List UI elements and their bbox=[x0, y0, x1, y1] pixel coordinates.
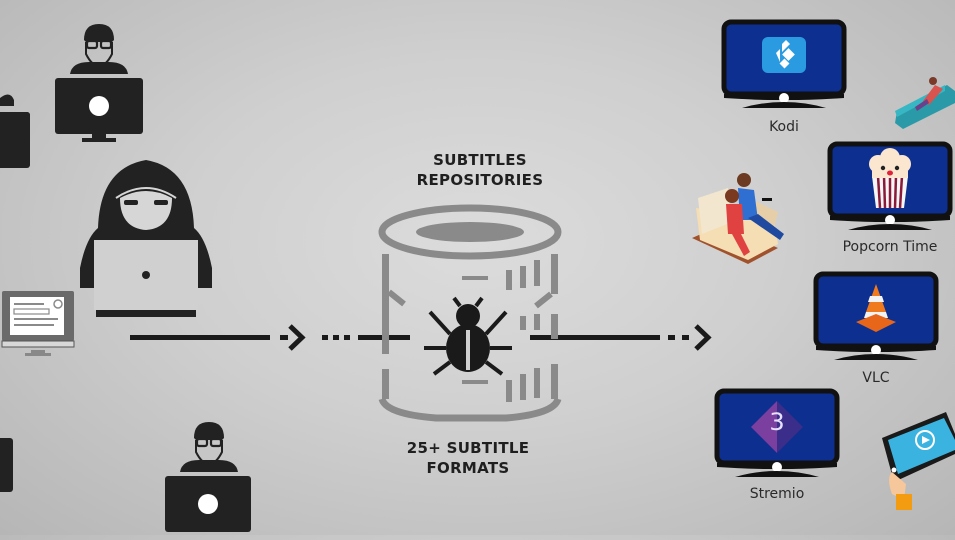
label-line-1: SUBTITLES bbox=[433, 151, 527, 169]
player-label-stremio: Stremio bbox=[749, 486, 805, 502]
database-cylinder-icon bbox=[378, 204, 562, 422]
tv-stremio bbox=[714, 388, 840, 477]
user-with-monitor-icon-partial-mid bbox=[0, 112, 30, 168]
couch-person-illustration bbox=[895, 77, 955, 129]
user-with-monitor-icon-bottom bbox=[165, 422, 251, 532]
arrow-left-to-repository bbox=[130, 324, 410, 351]
stremio-logo-text: 3 bbox=[769, 408, 785, 436]
bug-icon bbox=[424, 296, 512, 376]
label-line-2: FORMATS bbox=[426, 459, 510, 477]
player-label-popcorn-time: Popcorn Time bbox=[842, 239, 938, 255]
computer-with-error-window-icon bbox=[1, 291, 75, 356]
label-line-1: 25+ SUBTITLE bbox=[406, 439, 530, 457]
tv-vlc bbox=[813, 271, 939, 360]
hacker-with-laptop-icon bbox=[80, 160, 212, 317]
hand-holding-tablet-illustration bbox=[882, 412, 955, 510]
subtitle-formats-label: 25+ SUBTITLE FORMATS bbox=[368, 438, 568, 478]
player-label-kodi: Kodi bbox=[769, 119, 799, 135]
tv-popcorn-time bbox=[827, 141, 953, 230]
label-line-2: REPOSITORIES bbox=[416, 171, 544, 189]
user-with-monitor-icon-partial-bottom bbox=[0, 438, 13, 492]
player-label-vlc: VLC bbox=[862, 370, 890, 386]
user-with-monitor-icon-top bbox=[55, 24, 143, 142]
arrow-repository-to-players bbox=[530, 324, 712, 351]
subtitles-repositories-label: SUBTITLES REPOSITORIES bbox=[380, 150, 580, 190]
tv-kodi bbox=[721, 19, 847, 108]
couple-on-sofa-illustration bbox=[692, 173, 784, 264]
